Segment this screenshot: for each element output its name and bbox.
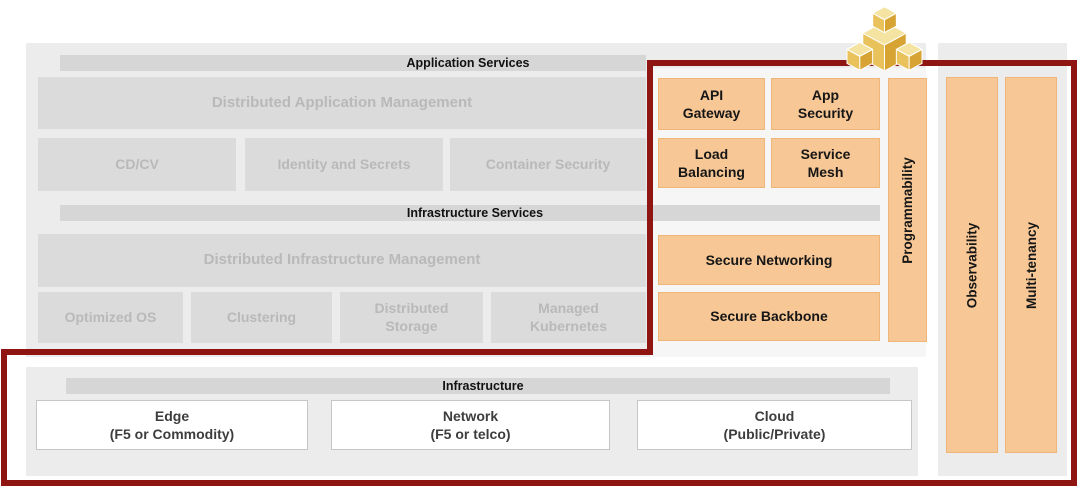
multi-tenancy-bar: Multi-tenancy [1005, 77, 1057, 453]
cd-cv-box: CD/CV [38, 138, 236, 191]
identity-and-secrets-box: Identity and Secrets [245, 138, 443, 191]
distributed-infrastructure-management-box: Distributed Infrastructure Management [38, 234, 646, 287]
observability-bar: Observability [946, 77, 998, 453]
app-security-box: App Security [771, 78, 880, 130]
programmability-bar: Programmability [888, 78, 927, 342]
cubes-icon [846, 6, 923, 72]
application-services-header-bar: Application Services [60, 55, 646, 71]
distributed-application-management-box: Distributed Application Management [38, 77, 646, 129]
cloud-box: Cloud (Public/Private) [637, 400, 912, 450]
programmability-label: Programmability [900, 156, 915, 264]
load-balancing-box: Load Balancing [658, 138, 765, 188]
infrastructure-services-header-label: Infrastructure Services [406, 206, 544, 220]
observability-label: Observability [964, 222, 980, 308]
clustering-box: Clustering [191, 292, 332, 343]
multi-tenancy-label: Multi-tenancy [1023, 221, 1039, 309]
optimized-os-box: Optimized OS [38, 292, 183, 343]
secure-networking-box: Secure Networking [658, 235, 880, 285]
secure-backbone-box: Secure Backbone [658, 292, 880, 341]
network-box: Network (F5 or telco) [331, 400, 610, 450]
infrastructure-header-label: Infrastructure [442, 379, 524, 393]
container-security-box: Container Security [450, 138, 646, 191]
infrastructure-services-header-bar: Infrastructure Services [60, 205, 880, 221]
application-services-header-label: Application Services [406, 56, 530, 70]
service-mesh-box: Service Mesh [771, 138, 880, 188]
infrastructure-header-bar: Infrastructure [66, 378, 890, 394]
managed-kubernetes-box: Managed Kubernetes [491, 292, 646, 343]
distributed-storage-box: Distributed Storage [340, 292, 483, 343]
api-gateway-box: API Gateway [658, 78, 765, 130]
edge-box: Edge (F5 or Commodity) [36, 400, 308, 450]
